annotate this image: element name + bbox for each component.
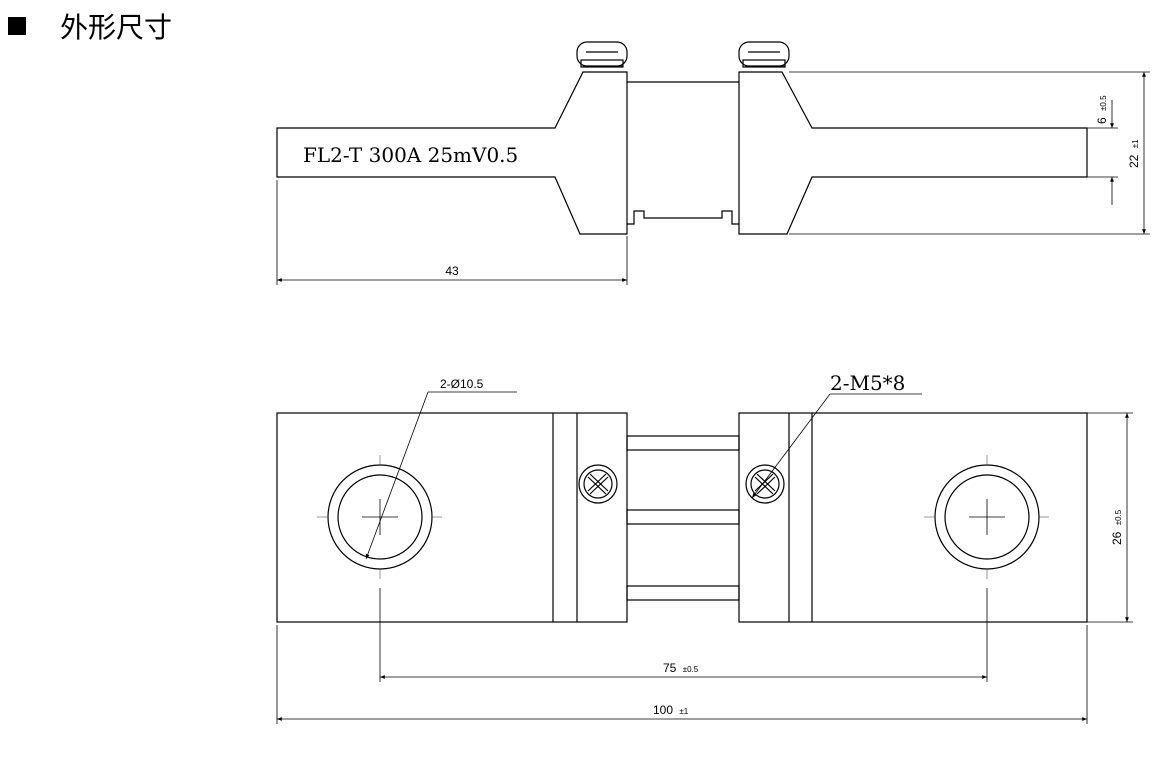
side-view: FL2-T 300A 25mV0.5 43 6 ±0.5 22 <box>276 41 1150 285</box>
svg-text:43: 43 <box>445 264 459 278</box>
dimension-width: 26 ±0.5 <box>1087 412 1133 623</box>
right-sense-screw-icon <box>745 464 785 504</box>
svg-text:100 ±1: 100 ±1 <box>653 703 689 717</box>
right-screw-cap-icon <box>738 41 790 68</box>
dimension-total-length: 100 ±1 <box>276 625 1088 724</box>
bullet-square-icon <box>8 17 26 35</box>
left-terminal-side <box>276 71 628 235</box>
right-terminal-side <box>738 71 1088 235</box>
shunt-body-side <box>627 81 739 225</box>
left-screw-cap-icon <box>576 41 628 68</box>
left-mounting-hole-icon <box>317 455 443 580</box>
dimension-hole-pitch: 75 ±0.5 <box>379 588 988 682</box>
svg-text:6 ±0.5: 6 ±0.5 <box>1095 95 1109 124</box>
hole-diameter-callout: 2-Ø10.5 <box>365 377 517 560</box>
right-mounting-hole-icon <box>924 455 1050 580</box>
svg-text:2-M5*8: 2-M5*8 <box>830 371 905 395</box>
dimension-thickness: 6 ±0.5 <box>1087 95 1118 205</box>
left-terminal-plan <box>276 412 628 623</box>
section-heading: 外形尺寸 <box>8 6 172 46</box>
dimension-height: 22 ±1 <box>789 71 1150 235</box>
resistor-strips <box>626 435 740 601</box>
shunt-marking-text: FL2-T 300A 25mV0.5 <box>303 143 518 167</box>
plan-view: 2-Ø10.5 2-M5*8 26 ±0.5 75 ±0.5 <box>276 371 1133 724</box>
section-title: 外形尺寸 <box>60 11 173 44</box>
dimension-43: 43 <box>276 180 628 285</box>
screw-callout: 2-M5*8 <box>751 371 922 499</box>
svg-text:22 ±1: 22 ±1 <box>1127 139 1141 168</box>
right-terminal-plan <box>738 412 1088 623</box>
left-sense-screw-icon <box>578 464 618 504</box>
svg-text:75 ±0.5: 75 ±0.5 <box>663 661 699 675</box>
svg-text:26 ±0.5: 26 ±0.5 <box>1110 509 1124 545</box>
svg-text:2-Ø10.5: 2-Ø10.5 <box>440 377 484 391</box>
